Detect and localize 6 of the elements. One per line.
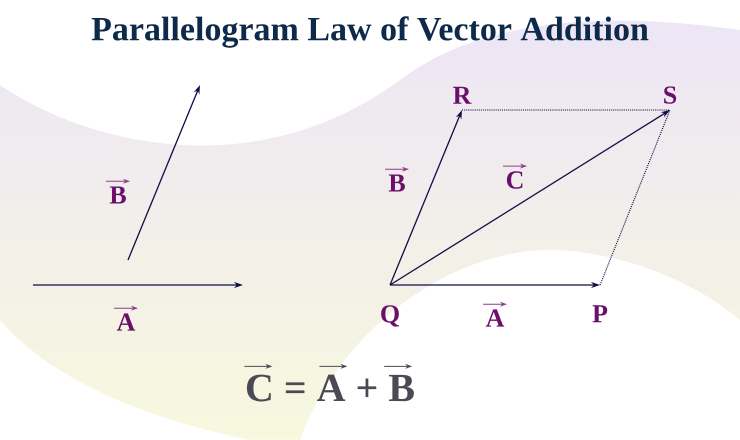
point-label: S bbox=[664, 86, 676, 104]
equation: C = A + B bbox=[244, 364, 414, 402]
point-label: P bbox=[592, 305, 608, 322]
point-label: Q bbox=[381, 305, 399, 327]
point-label: R bbox=[453, 86, 472, 104]
title: Parallelogram Law of Vector Addition bbox=[92, 16, 648, 48]
